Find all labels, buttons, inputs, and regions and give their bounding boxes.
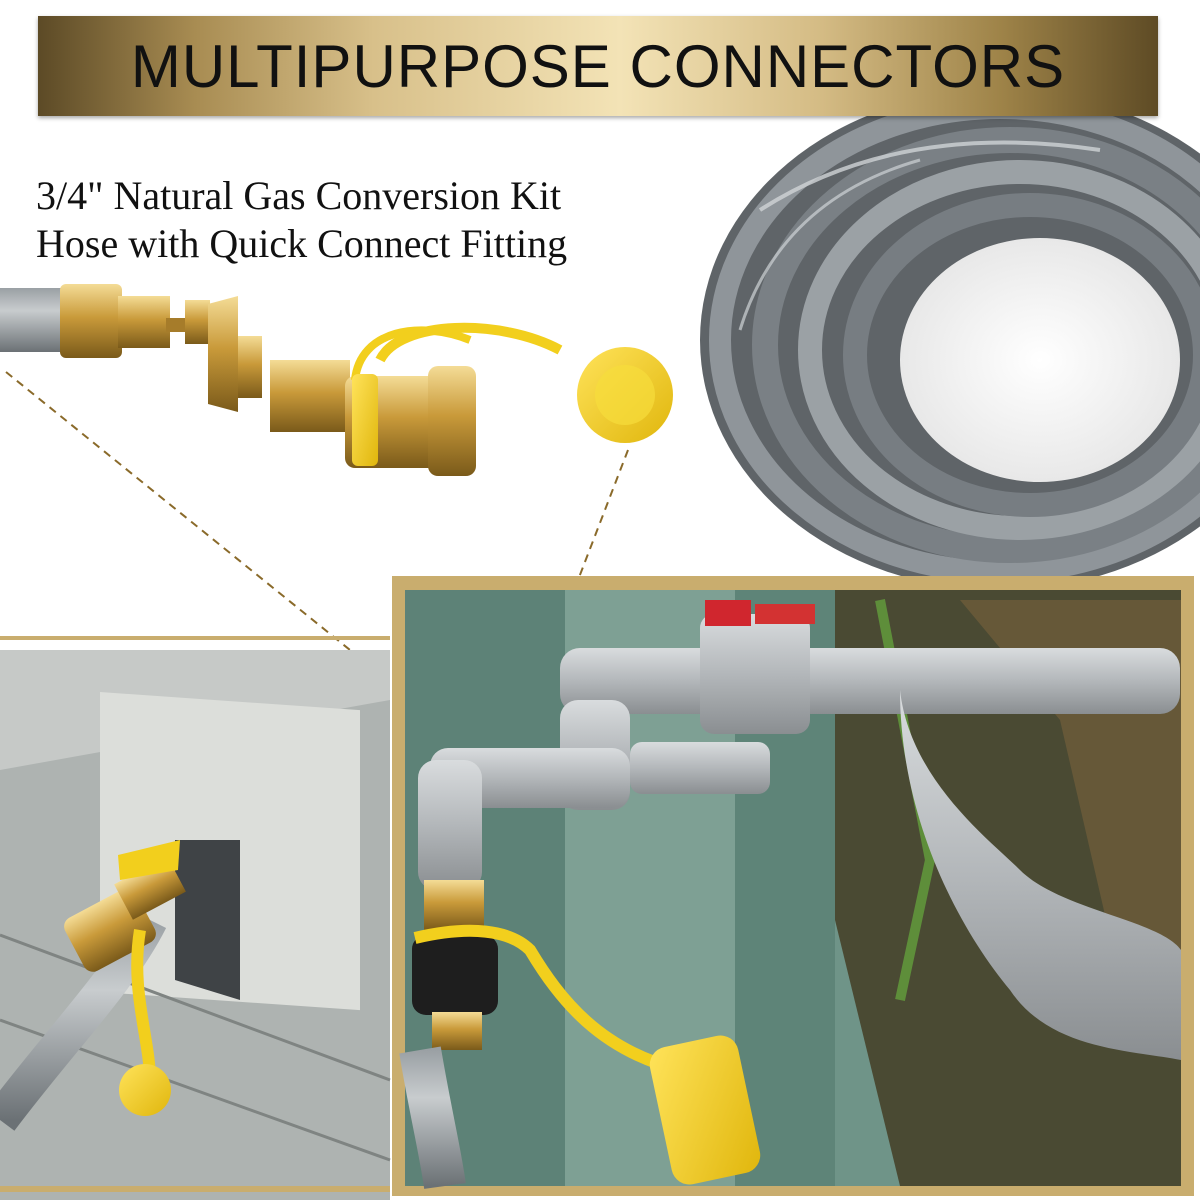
banner-title: MULTIPURPOSE CONNECTORS (130, 32, 1066, 100)
inset-photo (392, 576, 1194, 1196)
coiled-hose (700, 90, 1200, 590)
female-fitting-with-cap (270, 322, 673, 476)
subtitle-line-1: 3/4" Natural Gas Conversion Kit (36, 173, 562, 218)
subtitle-line-2: Hose with Quick Connect Fitting (36, 221, 568, 266)
wall-photo (0, 636, 391, 1200)
hose-with-male-fitting (0, 284, 262, 412)
product-subtitle: 3/4" Natural Gas Conversion Kit Hose wit… (36, 172, 696, 268)
title-banner: MULTIPURPOSE CONNECTORS (38, 16, 1158, 116)
